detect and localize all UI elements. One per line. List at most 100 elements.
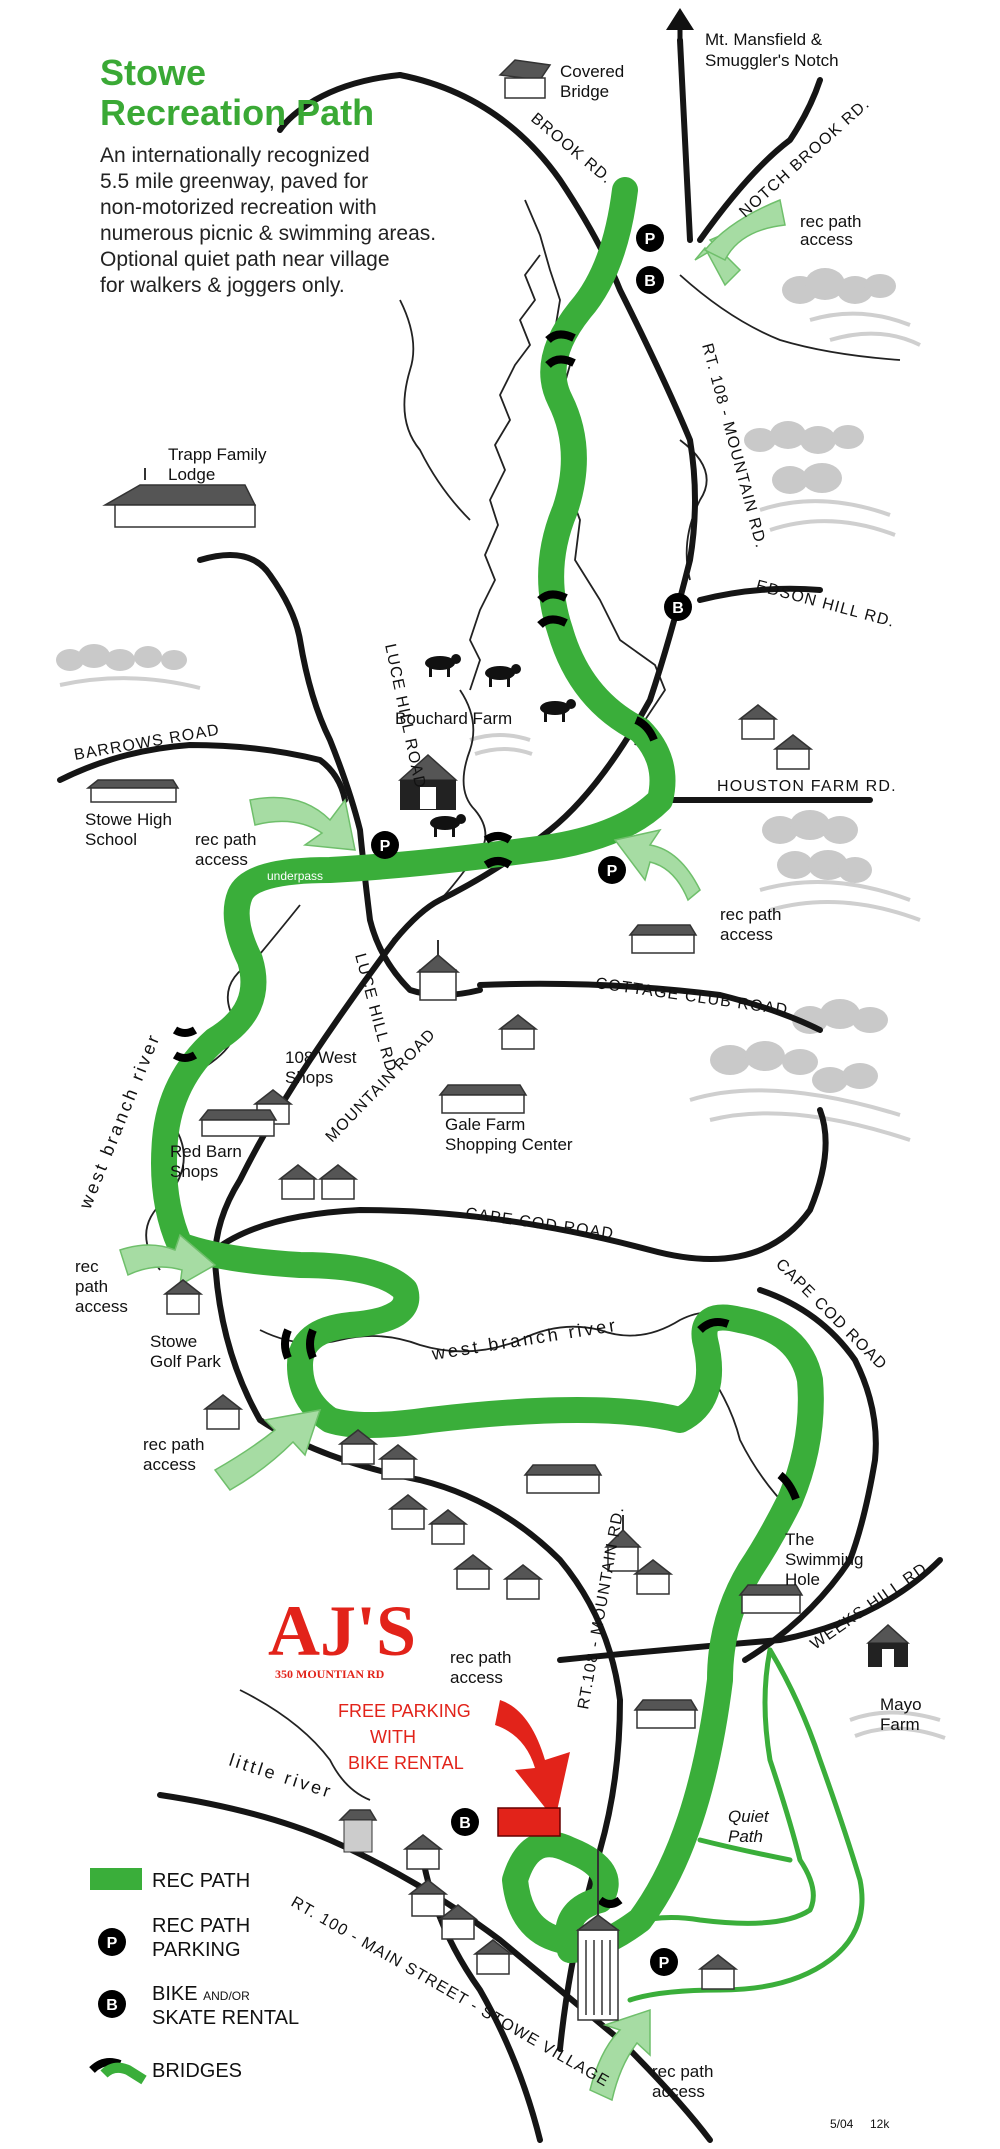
cow-icon	[485, 664, 521, 687]
promo-free-parking-3: BIKE RENTAL	[348, 1753, 464, 1773]
quiet-path	[597, 1647, 865, 2003]
label-covered-bridge: Covered	[560, 62, 624, 81]
parking-marker: P	[650, 1948, 678, 1976]
label-west-branch-river-2: west branch river	[430, 1315, 620, 1364]
cape-cod-road-east	[742, 1287, 879, 1663]
access-labels: rec path access rec path access rec path…	[75, 212, 861, 2101]
legend-bike-rental: BIKE AND/OR	[152, 1983, 250, 2005]
bridge-icon	[483, 857, 513, 869]
bridge-icon	[597, 1896, 623, 1908]
house-icon	[202, 1394, 244, 1430]
label-west-branch-river-1: west branch river	[75, 1030, 164, 1213]
svg-text:B: B	[106, 1997, 118, 2014]
house-icon	[438, 1084, 528, 1114]
brook-river	[469, 254, 541, 691]
bike-marker: B	[636, 266, 664, 294]
rec-path-access-arrow-icon	[613, 828, 701, 902]
label-rec-path-access-2: path	[75, 1277, 108, 1296]
north-arrow-icon	[666, 8, 694, 40]
buildings	[85, 59, 910, 2021]
house-icon	[472, 1939, 514, 1975]
svg-text:B: B	[459, 1815, 471, 1832]
luce-hill-road	[197, 552, 483, 998]
label-brook-rd: BROOK RD.	[527, 110, 615, 188]
legend-rec-path: REC PATH	[152, 1870, 250, 1892]
label-gale-farm: Gale Farm	[445, 1115, 525, 1134]
house-icon	[427, 1509, 469, 1545]
label-rec-path-access-2: access	[450, 1668, 503, 1687]
header: Stowe Recreation Path An internationally…	[100, 52, 436, 297]
label-weeks-hill-rd: WEEKS HILL RD.	[808, 1557, 936, 1654]
brook-road-west	[277, 72, 403, 133]
footer: 5/04 12k	[830, 2117, 890, 2131]
markers: P B B P P B P	[371, 224, 692, 1976]
intro-line: non-motorized recreation with	[100, 196, 377, 219]
label-mt-mansfield: Mt. Mansfield &	[705, 30, 823, 49]
house-icon	[338, 1809, 378, 1853]
label-little-river: little river	[227, 1750, 336, 1802]
house-icon	[633, 1699, 699, 1729]
label-rec-path-access: rec path	[143, 1435, 204, 1454]
little-river	[239, 1689, 371, 1801]
label-edson-hill-rd: EDSON HILL RD.	[754, 577, 897, 631]
aj-arrow-icon	[495, 1700, 570, 1820]
house-icon	[737, 704, 779, 740]
intro-line: 5.5 mile greenway, paved for	[100, 170, 368, 193]
bridge-icon	[634, 716, 658, 742]
bridge-icon	[537, 615, 568, 629]
svg-text:P: P	[607, 863, 618, 880]
house-icon	[697, 1954, 739, 1990]
west-branch-river-upper	[439, 689, 487, 901]
bridge-icon	[777, 1471, 800, 1501]
bridge-icon	[545, 355, 576, 369]
legend: REC PATH P REC PATH PARKING B BIKE AND/O…	[89, 1868, 299, 2085]
label-rec-path-access: rec path	[450, 1648, 511, 1667]
label-trapp-lodge-2: Lodge	[168, 465, 215, 484]
barrows-road	[57, 742, 348, 803]
label-rec-path-access-3: access	[75, 1297, 128, 1316]
svg-text:B: B	[672, 600, 684, 617]
svg-text:B: B	[644, 273, 656, 290]
label-red-barn-shops-2: Shops	[170, 1162, 218, 1181]
bridge-icon	[537, 590, 568, 604]
label-rec-path-access-2: access	[720, 925, 773, 944]
parking-marker: P	[598, 856, 626, 884]
label-swimming-hole: The	[785, 1530, 814, 1549]
edson-hill-road	[697, 585, 823, 603]
legend-rec-path-parking: REC PATH	[152, 1915, 250, 1937]
label-mt-mansfield-2: Smuggler's Notch	[705, 51, 839, 70]
bridge-icon	[172, 1026, 198, 1037]
bike-marker: B	[664, 593, 692, 621]
label-rec-path-access: rec	[75, 1257, 99, 1276]
intro-line: An internationally recognized	[100, 144, 370, 167]
promo-address: 350 MOUNTIAN RD	[275, 1667, 385, 1681]
aj-building	[497, 1807, 561, 1837]
house-icon	[523, 1464, 603, 1494]
rt100-main-street	[157, 1792, 713, 2143]
bridges	[172, 330, 800, 1908]
label-cape-cod-road-1: CAPE COD ROAD	[464, 1205, 615, 1243]
promo: AJ'S 350 MOUNTIAN RD FREE PARKING WITH B…	[268, 1591, 471, 1773]
label-swimming-hole-2: Swimming	[785, 1550, 863, 1569]
legend-rec-path-swatch	[90, 1868, 142, 1890]
rec-path-access-arrow-icon	[703, 198, 786, 262]
svg-text:P: P	[659, 1955, 670, 1972]
intro-line: for walkers & joggers only.	[100, 274, 345, 297]
house-icon	[162, 1279, 204, 1315]
footer-date: 5/04	[830, 2117, 854, 2131]
trapp-stream	[399, 299, 471, 521]
label-stowe-high-school: Stowe High	[85, 810, 172, 829]
legend-bridges: BRIDGES	[152, 2060, 242, 2082]
promo-free-parking: FREE PARKING	[338, 1701, 471, 1721]
house-icon	[407, 1879, 449, 1917]
church-icon	[604, 1515, 642, 1572]
promo-name: AJ'S	[268, 1591, 416, 1671]
svg-text:P: P	[645, 231, 656, 248]
label-108-west-shops: 108 West	[285, 1048, 357, 1067]
page-title: Stowe	[100, 52, 206, 93]
house-icon	[337, 1429, 379, 1465]
parking-marker: P	[636, 224, 664, 252]
label-mayo-farm-2: Farm	[880, 1715, 920, 1734]
house-icon	[497, 1014, 539, 1050]
